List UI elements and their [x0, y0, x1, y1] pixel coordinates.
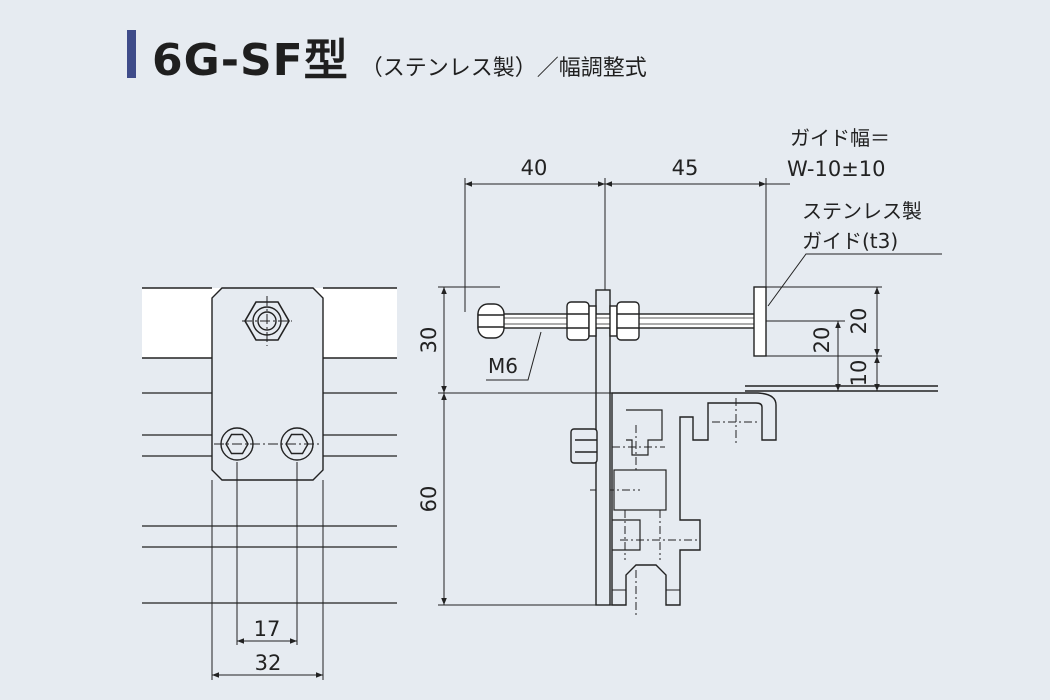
bolt-size-label: M6 [488, 354, 518, 378]
bracket-plate-side [595, 289, 611, 606]
dim-30-label: 30 [417, 327, 441, 354]
title-subtitle: （ステンレス製）／幅調整式 [360, 56, 647, 81]
dim-17-label: 17 [254, 617, 281, 641]
centre-lines [214, 296, 320, 445]
side-view [477, 286, 938, 615]
dim-60-label: 60 [417, 486, 441, 513]
frame-profile [611, 392, 777, 606]
mount-bolt [570, 428, 598, 464]
guide-width-label-line1: ガイド幅＝ [790, 126, 890, 150]
bracket-plate [211, 287, 324, 481]
title-accent-bar [127, 30, 136, 78]
rod-end-nut [477, 303, 505, 339]
dim-20-outer-label: 20 [847, 308, 871, 335]
lock-nut-left [566, 301, 590, 341]
dim-45-label: 45 [672, 156, 699, 180]
front-view [142, 287, 397, 680]
lock-nut-right [616, 301, 640, 341]
dim-32-label: 32 [255, 651, 282, 675]
dim-40-label: 40 [521, 156, 548, 180]
guide-label-line2: ガイド(t3) [802, 229, 898, 253]
dim-10-label: 10 [847, 360, 871, 387]
title-model: 6G-SF型 [152, 35, 349, 86]
guide-label-line1: ステンレス製 [802, 199, 922, 223]
rail-lines [142, 392, 397, 604]
side-view-dimensions [438, 178, 942, 606]
dim-20-inner-label: 20 [810, 327, 834, 354]
page-title: 6G-SF型 （ステンレス製）／幅調整式 [152, 24, 647, 86]
stainless-guide [753, 286, 767, 357]
guide-width-label-line2: W-10±10 [787, 157, 886, 181]
